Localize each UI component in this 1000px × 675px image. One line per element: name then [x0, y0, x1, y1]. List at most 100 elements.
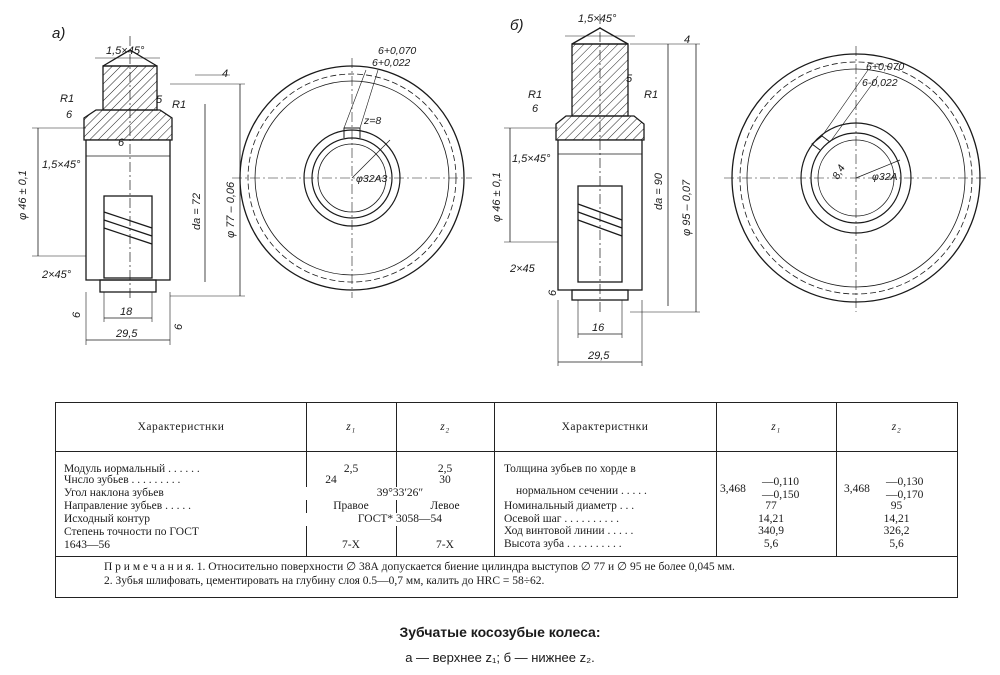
b-roughness-top: 4	[684, 34, 690, 46]
left-row-label: Чнсло зубьев . . . . . . . . .	[64, 474, 181, 486]
b-key-tol-2: 6-0,022	[862, 77, 898, 89]
right-tol-z2-base: 3,468	[844, 483, 870, 495]
a-chamfer-mid: 1,5×45°	[42, 159, 81, 171]
a-dia-outer: φ 77 – 0,06	[225, 181, 237, 238]
table-divider	[306, 403, 307, 556]
table-bottom-rule	[56, 556, 957, 557]
a-da: dа = 72	[191, 193, 203, 230]
b-rough-5: 5	[626, 73, 633, 85]
right-val-z1: 14,21	[758, 513, 784, 525]
gear-a-labels: 1,5×45° 4 R1 R1 6 5 6 1,5×45° φ 46 ± 0,1…	[17, 45, 237, 340]
a-rough-bot-l: 6	[71, 311, 83, 318]
left-val-z1: Правое	[333, 500, 369, 512]
b-r1-right: R1	[644, 89, 658, 101]
left-row-label: Модуль иормальный . . . . . .	[64, 463, 200, 475]
gear-b-front-labels: 6+0,070 6-0,022 8,4 φ32A	[830, 61, 904, 183]
table-divider	[716, 403, 717, 556]
left-header-z1: z₁	[346, 421, 356, 433]
right-tol-z1-upper: —0,110	[762, 476, 799, 488]
left-row-label: Степень точности по ГОСТ	[64, 526, 199, 538]
gear-a-section: а)	[32, 25, 245, 345]
b-width-16: 16	[592, 322, 605, 334]
left-val-z2: 7-Х	[436, 539, 454, 551]
a-bore: φ32A3	[356, 173, 388, 185]
table-divider	[836, 403, 837, 556]
left-row-label: Направление зубьев . . . . .	[64, 500, 191, 512]
figure-caption-title: Зубчатые косозубые колеса:	[399, 624, 601, 640]
a-r1-right: R1	[172, 99, 186, 111]
right-header-z1: z₁	[771, 421, 781, 433]
gear-a-front-labels: 6+0,070 6+0,022 z=8 φ32A3	[356, 45, 416, 185]
right-header: Характеристнки	[561, 421, 649, 433]
left-row-label: Исходный контур	[64, 513, 151, 525]
a-rough-mid: 6	[118, 137, 125, 149]
left-val-both: 39°33′26″	[306, 487, 494, 500]
b-rough-bot: 6	[547, 289, 559, 296]
a-chamfer-bot: 2×45°	[41, 269, 72, 281]
right-tol-z1-lower: —0,150	[762, 489, 800, 501]
left-val-z1: 7-Х	[342, 539, 360, 551]
right-val-z2: 95	[890, 500, 903, 512]
left-row-label: 1643—56	[64, 539, 110, 551]
right-val-z2: 326,2	[883, 525, 910, 537]
characteristics-table: Характеристнки z₁ z₂ Характеристнки z₁ z…	[55, 402, 958, 598]
b-bore: φ32A	[872, 171, 898, 183]
b-r1-left: R1	[528, 89, 542, 101]
b-chamfer-mid: 1,5×45°	[512, 153, 551, 165]
a-key-tol-1: 6+0,070	[378, 45, 416, 57]
b-da: dа = 90	[653, 172, 665, 210]
right-row-label: Высота зуба . . . . . . . . . .	[504, 538, 622, 550]
right-header-z2: z₂	[891, 421, 902, 433]
right-val-z1: 5,6	[763, 538, 779, 550]
b-dia-bore: φ 46 ± 0,1	[491, 172, 503, 222]
b-rough-left: 6	[532, 103, 539, 115]
b-width-29: 29,5	[587, 350, 610, 362]
a-rough-5: 5	[156, 94, 163, 106]
a-rough-bot-r: 6	[173, 323, 185, 330]
gear-b-section: б)	[504, 14, 700, 366]
left-val-z1: 24	[325, 474, 337, 486]
note-1: П р и м е ч а н и я. 1. Относительно пов…	[104, 561, 735, 573]
figure-caption-subtitle: а — верхнее z₁; б — нижнее z₂.	[405, 650, 595, 665]
left-row-label: Угол наклона зубьев	[64, 487, 164, 499]
right-row-label: Ход винтовой линии . . . . .	[504, 525, 634, 537]
left-header-z2: z₂	[440, 421, 450, 433]
left-val-z2: Левое	[430, 500, 460, 512]
b-chamfer-bot: 2×45	[509, 263, 536, 275]
table-header-rule	[56, 451, 957, 452]
left-val-z1: 2,5	[343, 463, 359, 475]
right-val-z1: 340,9	[758, 525, 784, 537]
a-key-tol-2: 6+0,022	[372, 57, 410, 69]
a-width-29: 29,5	[115, 328, 138, 340]
right-row-label: Номинальный диаметр . . .	[504, 500, 635, 512]
gear-a-front	[232, 58, 472, 298]
b-dia-outer: φ 95 – 0,07	[681, 179, 693, 236]
a-dia-bore: φ 46 ± 0,1	[17, 170, 29, 220]
table-divider	[494, 403, 495, 556]
right-tol-z2-upper: —0,130	[886, 476, 924, 488]
a-z8: z=8	[363, 115, 381, 127]
a-chamfer-top: 1,5×45°	[106, 45, 145, 57]
panel-a-label: а)	[52, 25, 65, 42]
panel-b-label: б)	[510, 17, 523, 34]
right-val-z2: 14,21	[883, 513, 910, 525]
right-row-label: нормальном сечении . . . . .	[516, 485, 647, 497]
right-tol-z2-lower: —0,170	[886, 489, 924, 501]
left-val-both: ГОСТ* 3058—54	[306, 513, 494, 526]
right-val-z1: 77	[765, 500, 777, 512]
gear-b-labels: 1,5×45° 4 R1 R1 6 5 1,5×45° φ 46 ± 0,1 d…	[491, 13, 693, 362]
b-dim-84: 8,4	[830, 163, 848, 182]
left-val-z2: 2,5	[437, 463, 453, 475]
a-r1-left: R1	[60, 93, 74, 105]
right-row-label: Осевой шаг . . . . . . . . . .	[504, 513, 619, 525]
a-roughness-top: 4	[222, 68, 228, 80]
right-tol-z1-base: 3,468	[720, 483, 746, 495]
table-divider	[396, 403, 397, 556]
b-key-tol-1: 6+0,070	[866, 61, 904, 73]
a-width-18: 18	[120, 306, 133, 318]
technical-drawing: а) 1,5×45° 4	[17, 13, 988, 366]
left-val-z2: 30	[439, 474, 451, 486]
note-2: 2. Зубья шлифовать, цементировать на глу…	[104, 575, 545, 587]
gear-b-front	[724, 46, 988, 312]
table-notes: П р и м е ч а н и я. 1. Относительно пов…	[104, 560, 735, 588]
